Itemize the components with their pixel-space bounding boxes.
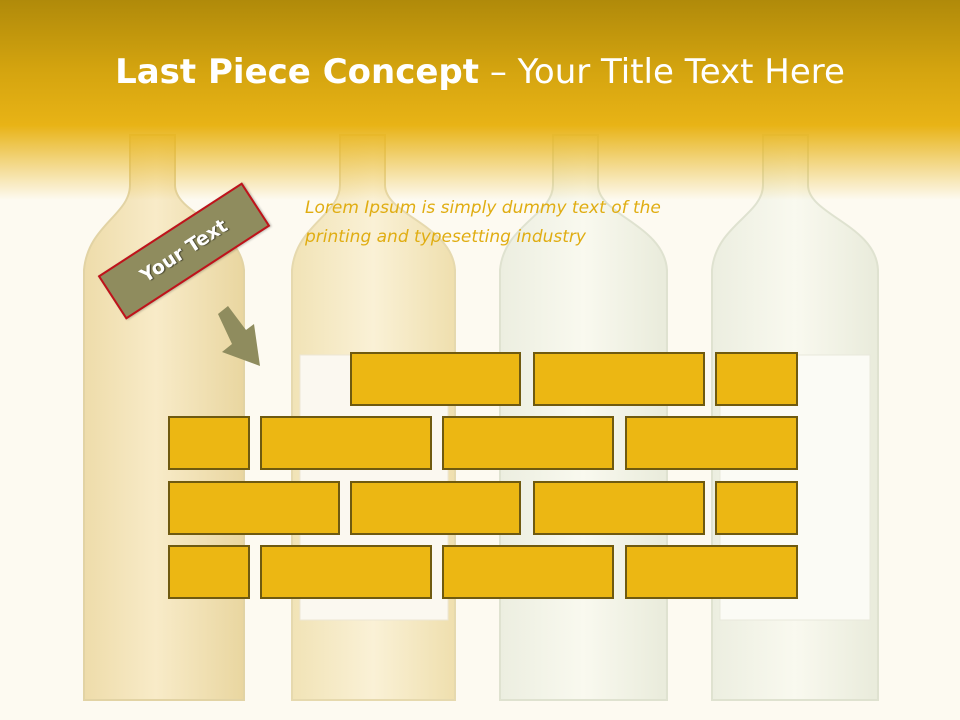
- brick: [168, 481, 340, 535]
- brick: [442, 545, 614, 599]
- brick: [533, 481, 705, 535]
- brick: [168, 416, 250, 470]
- slide-title: Last Piece Concept – Your Title Text Her…: [0, 52, 960, 92]
- brick: [350, 481, 521, 535]
- brick: [350, 352, 521, 406]
- body-text: Lorem Ipsum is simply dummy text of the …: [305, 194, 725, 252]
- arrow-down-right-icon: [218, 306, 260, 366]
- brick: [533, 352, 705, 406]
- brick: [168, 545, 250, 599]
- brick: [260, 545, 432, 599]
- brick: [260, 416, 432, 470]
- header-band: [0, 0, 960, 200]
- body-text-line-1: Lorem Ipsum is simply dummy text of the: [305, 198, 661, 218]
- title-light: – Your Title Text Here: [489, 52, 845, 92]
- brick: [715, 481, 798, 535]
- title-bold: Last Piece Concept: [115, 52, 480, 92]
- brick: [625, 416, 798, 470]
- body-text-line-2: printing and typesetting industry: [305, 227, 586, 247]
- brick: [625, 545, 798, 599]
- brick: [442, 416, 614, 470]
- brick: [715, 352, 798, 406]
